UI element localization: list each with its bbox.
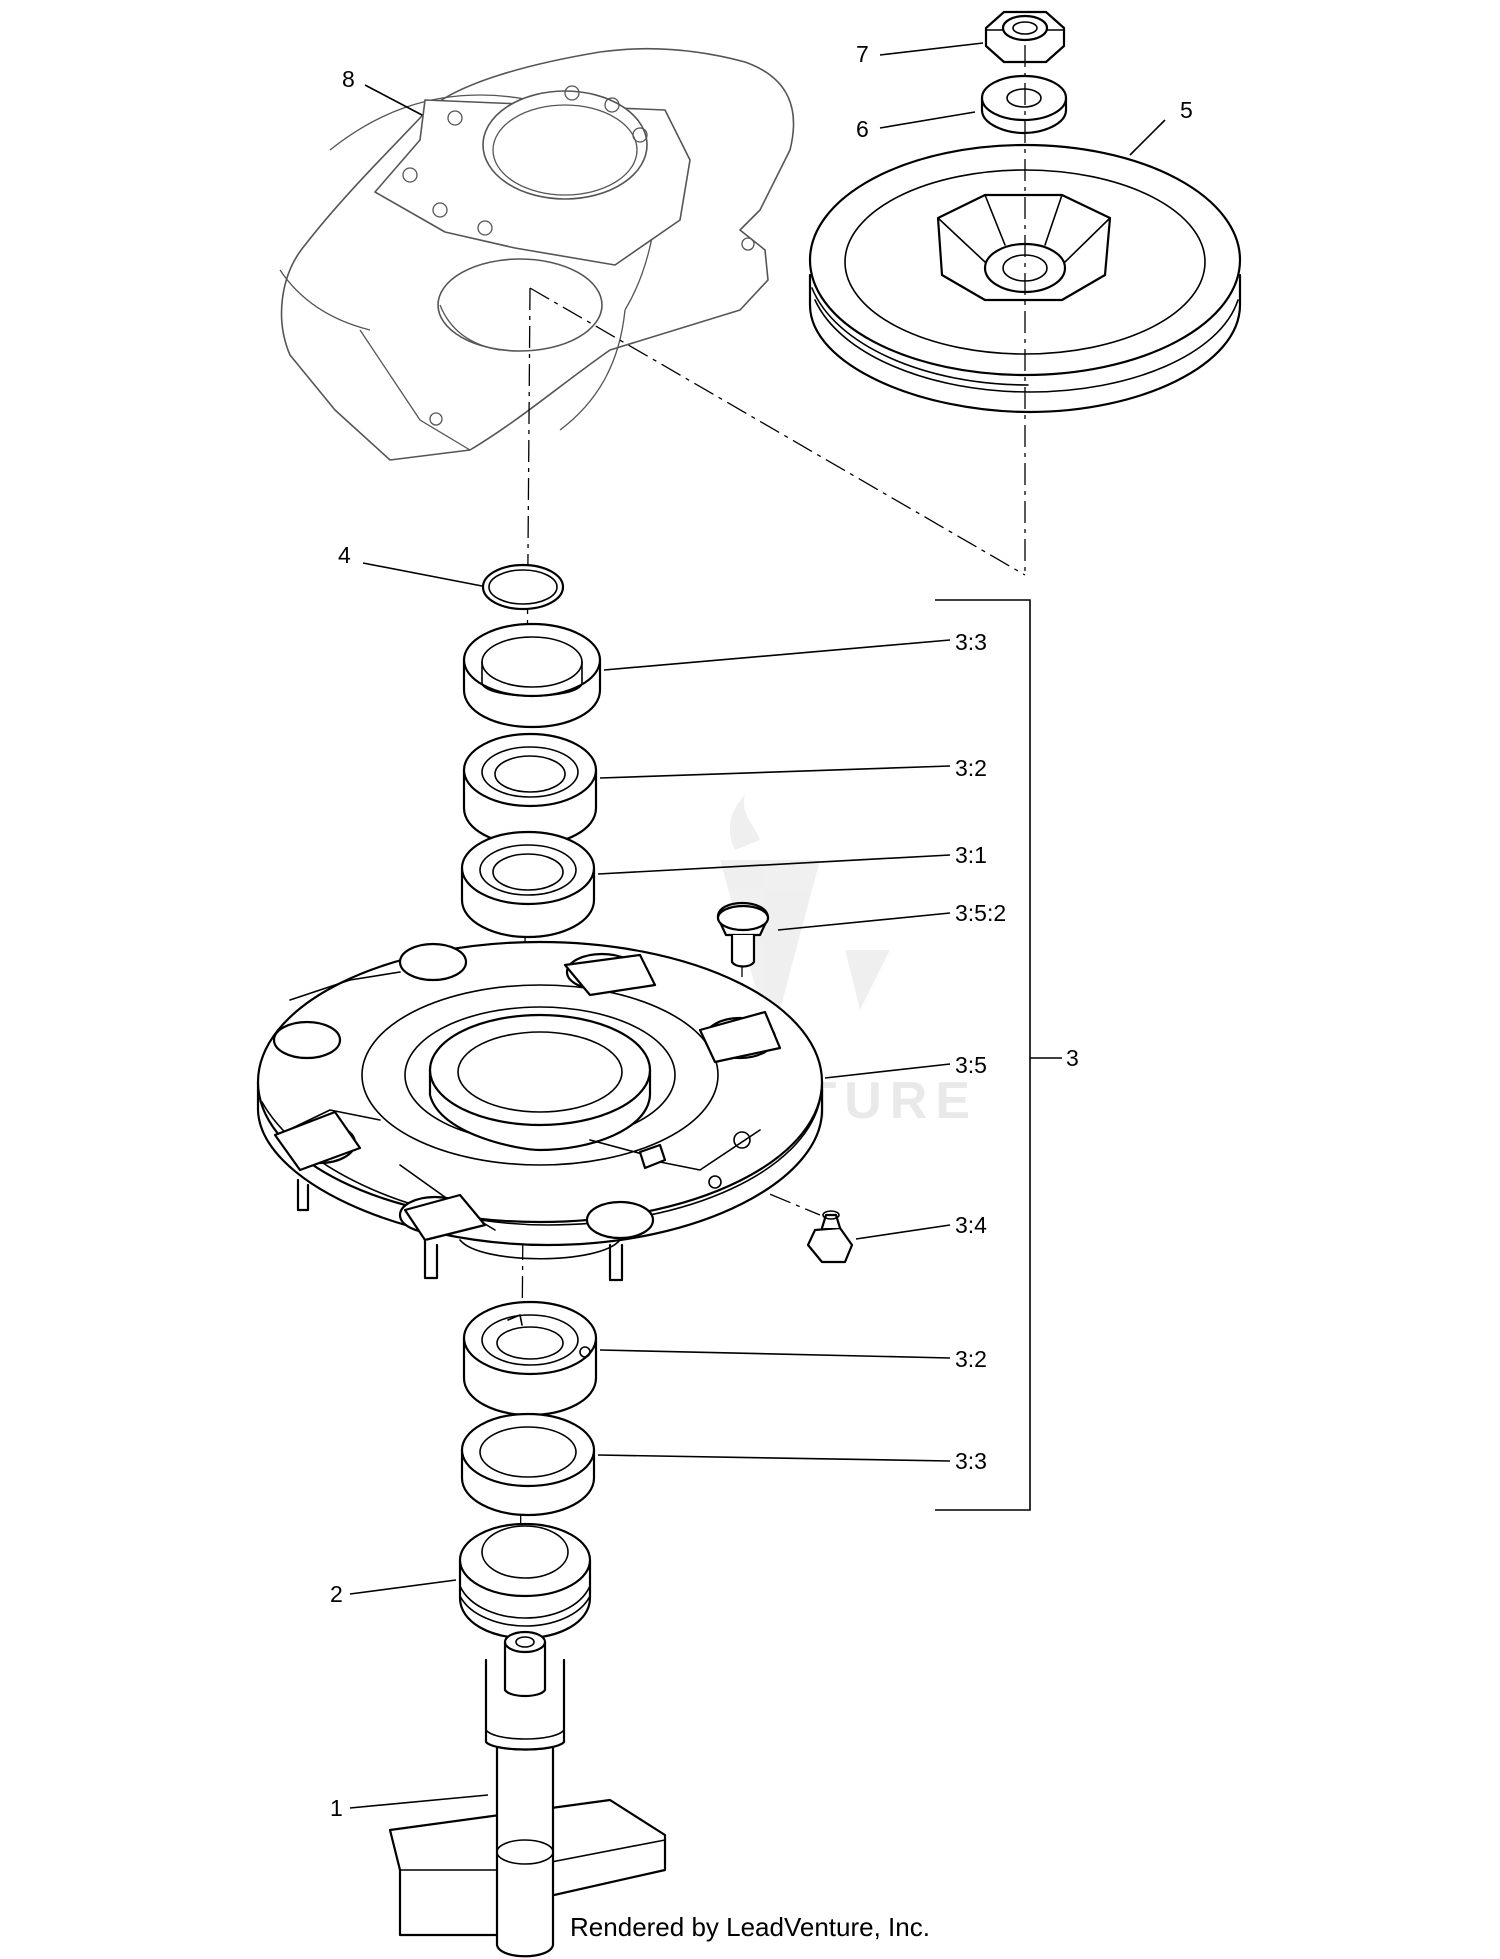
callout-6: 6: [856, 116, 869, 142]
callout-3-1: 3:1: [955, 842, 987, 868]
callout-1: 1: [330, 1795, 343, 1821]
footer-credit: Rendered by LeadVenture, Inc.: [570, 1912, 930, 1942]
callout-3-5: 3:5: [955, 1052, 987, 1078]
part-8-deck-housing: [279, 48, 795, 461]
part-6-washer: [980, 74, 1068, 135]
callout-3: 3: [1066, 1045, 1079, 1071]
part-3-5-spindle-housing: [256, 940, 824, 1282]
part-3-5-2-pin: [716, 901, 770, 968]
callout-3-3-bottom: 3:3: [955, 1448, 987, 1474]
callout-7: 7: [856, 41, 869, 67]
callout-3-5-2: 3:5:2: [955, 900, 1006, 926]
callout-4: 4: [338, 542, 351, 568]
part-5-pulley: [808, 143, 1242, 414]
watermark-logo: [720, 795, 890, 1010]
callout-3-4: 3:4: [955, 1212, 987, 1238]
part-4-o-ring: [481, 563, 565, 611]
part-3-2-bearing-top: [462, 732, 598, 847]
callouts: 7 8 6 5 4 3:3 3:2 3:1 3:5:2 3:5 3 3:4 3:…: [330, 41, 1193, 1821]
callout-3-2-bottom: 3:2: [955, 1346, 987, 1372]
part-3-1-bearing: [460, 830, 596, 939]
part-3-3-seal-bottom: [460, 1412, 596, 1517]
callout-3-3-top: 3:3: [955, 629, 987, 655]
callout-8: 8: [342, 66, 355, 92]
part-3-4-grease-fitting: [806, 1210, 854, 1264]
part-2-bushing: [458, 1522, 592, 1640]
callout-3-2-top: 3:2: [955, 755, 987, 781]
callout-5: 5: [1180, 97, 1193, 123]
callout-2: 2: [330, 1581, 343, 1607]
part-3-3-seal-top: [462, 622, 602, 729]
part-3-2-bearing-bottom: [462, 1300, 598, 1417]
leader-lines: [349, 42, 1166, 1809]
centerline-diagonal: [529, 287, 1026, 576]
part-1-spindle-shaft: [388, 1630, 667, 1958]
part-7-nut: [984, 10, 1066, 64]
